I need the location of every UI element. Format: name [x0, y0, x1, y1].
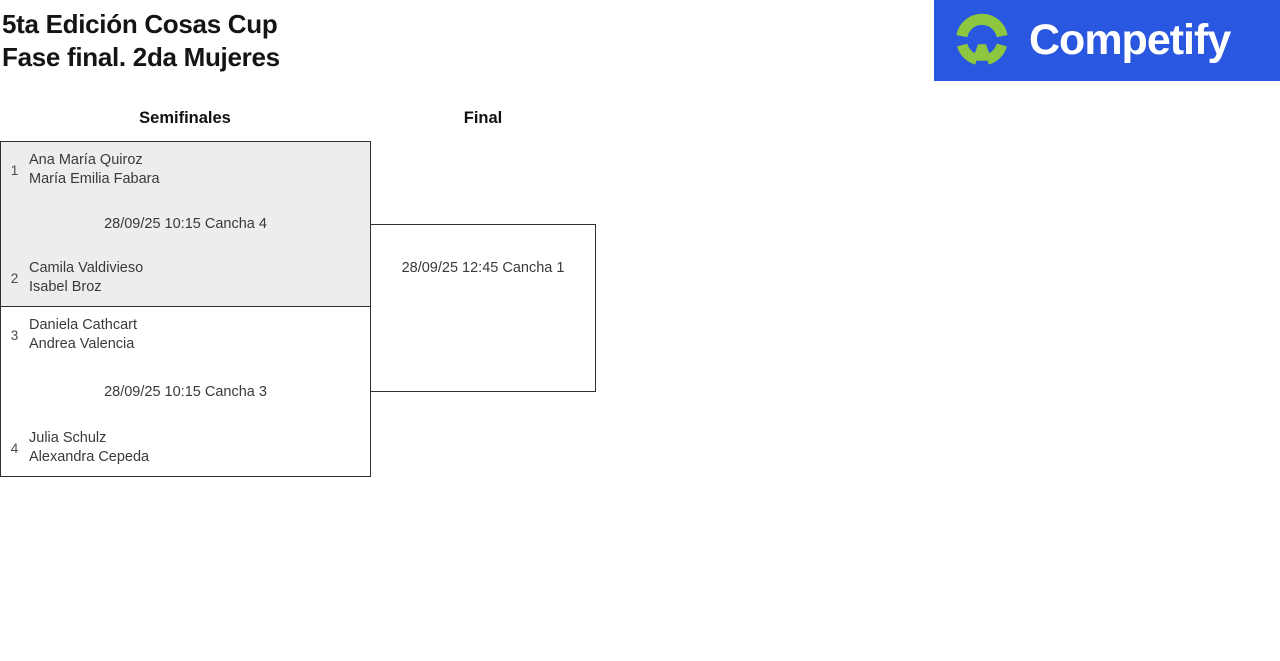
- seed-number: 4: [10, 440, 19, 456]
- semifinal-match-1[interactable]: 1 Ana María Quiroz María Emilia Fabara 2…: [0, 141, 371, 307]
- team-slot-seed2: 2 Camila Valdivieso Isabel Broz: [7, 259, 362, 297]
- team-names: Julia Schulz Alexandra Cepeda: [29, 429, 149, 467]
- player-name: Alexandra Cepeda: [29, 449, 150, 465]
- team-names: Ana María Quiroz María Emilia Fabara: [29, 151, 160, 189]
- phase-title: Fase final. 2da Mujeres: [2, 42, 280, 72]
- round-header-semifinales: Semifinales: [139, 109, 231, 127]
- competify-logo: Competify: [934, 0, 1280, 81]
- team-slot-seed3: 3 Daniela Cathcart Andrea Valencia: [7, 316, 362, 354]
- match-schedule: 28/09/25 12:45 Cancha 1: [401, 260, 565, 276]
- competify-person-icon: [956, 13, 1008, 65]
- player-name: María Emilia Fabara: [29, 171, 160, 187]
- match-schedule: 28/09/25 10:15 Cancha 3: [104, 383, 267, 400]
- semifinal-match-2[interactable]: 3 Daniela Cathcart Andrea Valencia 28/09…: [0, 306, 371, 477]
- competify-logo-text: Competify: [1029, 16, 1231, 64]
- player-name: Daniela Cathcart: [29, 317, 137, 333]
- page-title: 5ta Edición Cosas Cup Fase final. 2da Mu…: [2, 8, 280, 74]
- team-slot-seed1: 1 Ana María Quiroz María Emilia Fabara: [7, 151, 362, 189]
- player-name: Julia Schulz: [29, 430, 107, 446]
- team-names: Camila Valdivieso Isabel Broz: [29, 259, 143, 297]
- player-name: Isabel Broz: [29, 279, 102, 295]
- player-name: Andrea Valencia: [29, 336, 135, 352]
- player-name: Camila Valdivieso: [29, 260, 144, 276]
- tournament-title: 5ta Edición Cosas Cup: [2, 9, 278, 39]
- seed-number: 2: [10, 270, 19, 286]
- player-name: Ana María Quiroz: [29, 152, 143, 168]
- team-slot-seed4: 4 Julia Schulz Alexandra Cepeda: [7, 429, 362, 467]
- round-header-final: Final: [463, 109, 503, 127]
- seed-number: 1: [10, 162, 19, 178]
- team-names: Daniela Cathcart Andrea Valencia: [29, 316, 137, 354]
- final-match[interactable]: 28/09/25 12:45 Cancha 1: [370, 224, 596, 392]
- match-schedule: 28/09/25 10:15 Cancha 4: [104, 216, 267, 232]
- seed-number: 3: [10, 327, 19, 343]
